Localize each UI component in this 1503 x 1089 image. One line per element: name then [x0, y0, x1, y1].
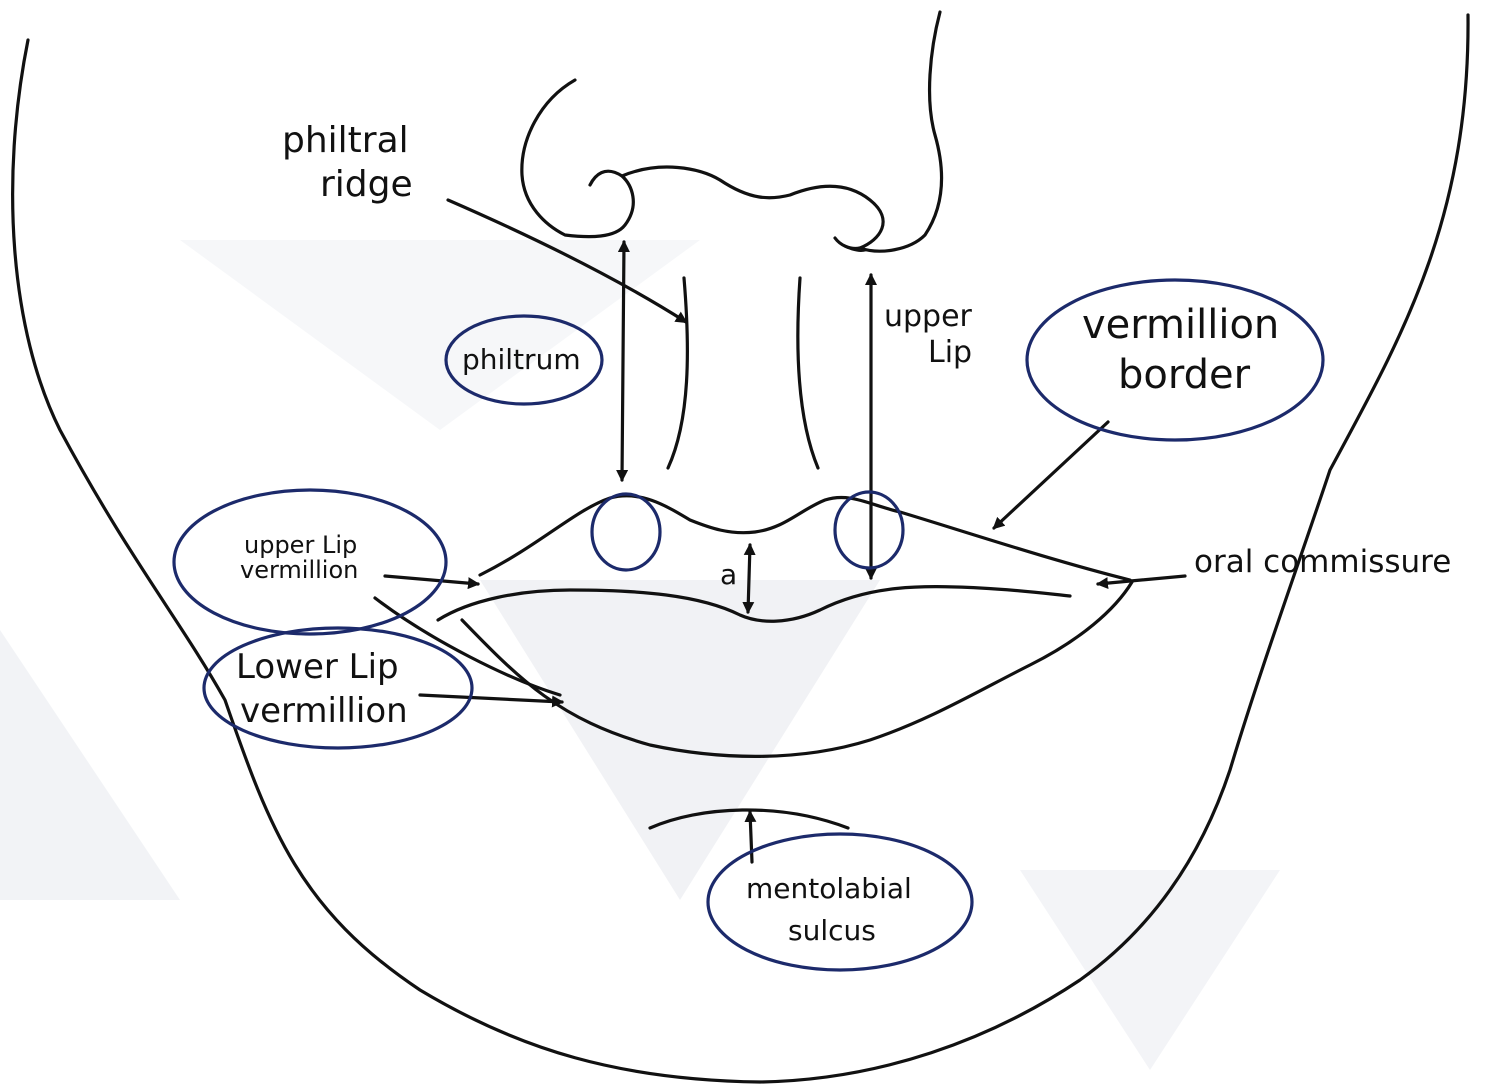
oral-commissure-arrow	[1098, 576, 1185, 584]
vermillion-border-label-line1: vermillion	[1082, 302, 1279, 348]
oral-commissure-label: oral commissure	[1194, 544, 1451, 580]
upper-lip-vermillion-label-line2: vermillion	[240, 556, 358, 584]
philtral-ridge-label-line2: ridge	[320, 164, 413, 205]
philtrum-label: philtrum	[462, 343, 581, 376]
mentolabial-sulcus-arrow	[750, 812, 752, 862]
philtral-ridge-label-line1: philtral	[282, 120, 409, 161]
upper-lip-vermillion-label-line1: upper Lip	[244, 531, 357, 559]
left-philtral-column-circle	[592, 494, 660, 570]
lower-lip-vermillion-label-line2: vermillion	[240, 691, 408, 731]
vermillion-border-label-line2: border	[1118, 352, 1251, 398]
mentolabial-sulcus-label-line2: sulcus	[788, 914, 876, 947]
philtrum-arrow	[622, 242, 624, 480]
background-shapes	[0, 240, 1280, 1070]
vermillion-border-arrow	[994, 422, 1108, 528]
lower-lip-vermillion-arrow	[420, 695, 562, 702]
a-height-arrow	[748, 545, 750, 612]
upper-lip-outline	[480, 496, 1130, 580]
philtral-ridge-left-line	[668, 278, 687, 468]
nose-outline	[522, 12, 942, 251]
upper-lip-label-line1: upper	[884, 299, 973, 334]
upper-lip-vermillion-arrow	[385, 576, 478, 584]
mentolabial-sulcus-label-line1: mentolabial	[746, 872, 912, 905]
lower-lip-vermillion-label-line1: Lower Lip	[236, 647, 399, 687]
upper-lip-label-line2: Lip	[928, 335, 972, 370]
a-label: a	[720, 558, 737, 591]
philtral-ridge-right-line	[798, 278, 818, 468]
